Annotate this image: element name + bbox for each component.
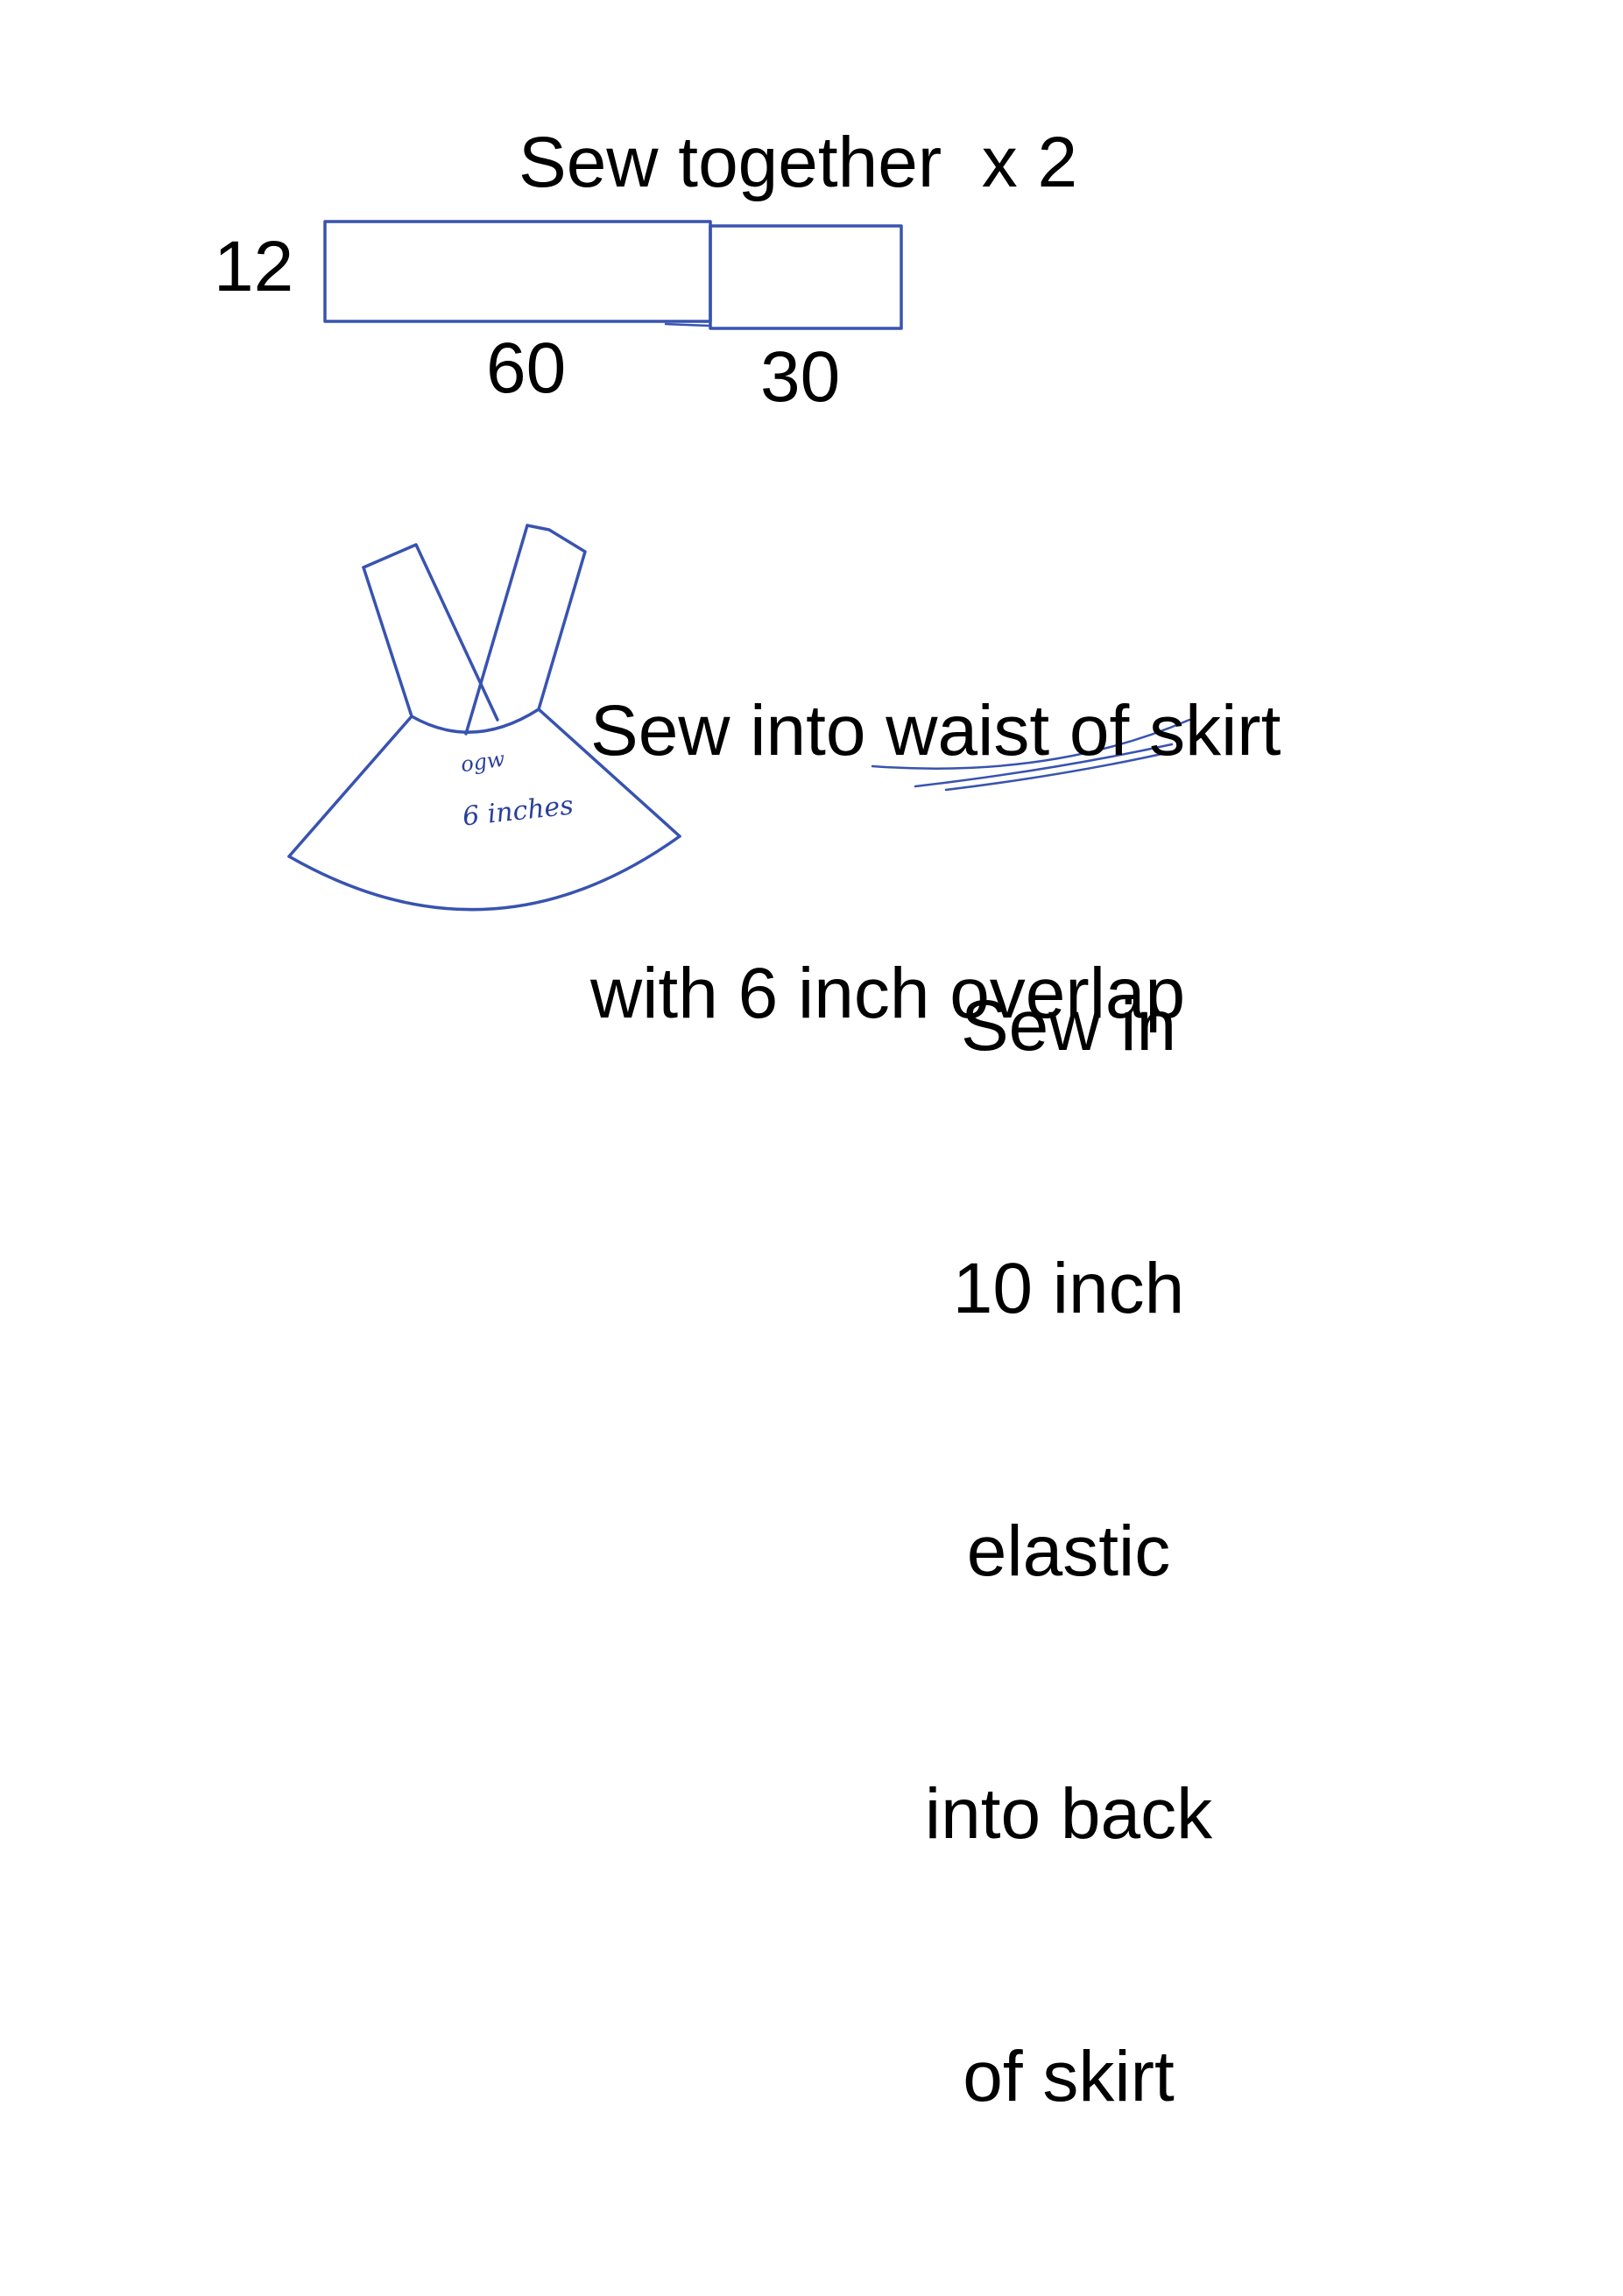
skirt-sketch	[287, 524, 681, 912]
elastic-instruction-line-5: of skirt	[963, 2037, 1175, 2116]
elastic-instruction-line-4: into back	[924, 1774, 1213, 1854]
skirt-hem	[287, 835, 681, 912]
waist-instruction: Sew into waist of skirt with 6 inch over…	[590, 512, 1281, 1213]
right-strap-outer	[526, 524, 587, 711]
elastic-instruction: Sew in 10 inch elastic into back of skir…	[876, 807, 1261, 2296]
right-strap-inner	[464, 524, 529, 736]
heading-sew-together: Sew together x 2	[519, 123, 1078, 202]
strap-strip-diagram	[323, 220, 903, 330]
left-strap	[362, 543, 499, 722]
sketch-canvas	[287, 220, 1191, 912]
dimension-short-label: 30	[760, 337, 841, 417]
elastic-sketch	[871, 718, 1191, 792]
dimension-height-label: 12	[214, 227, 294, 306]
elastic-line-lower	[944, 750, 1175, 792]
elastic-line-bottom	[914, 743, 1174, 788]
waist-instruction-line-2: with 6 inch overlap	[590, 954, 1186, 1033]
waist-instruction-line-1: Sew into waist of skirt	[590, 691, 1281, 771]
skirt-right-edge	[537, 708, 681, 838]
strip-piece-30	[709, 224, 903, 330]
pattern-sheet: Sew together x 2 12 60 30 Sew into waist…	[214, 123, 1281, 2116]
elastic-instruction-line-3: elastic	[966, 1511, 1171, 1591]
elastic-line-top	[871, 718, 1191, 770]
elastic-instruction-line-2: 10 inch	[952, 1249, 1185, 1328]
strip-seam-mark	[664, 322, 711, 327]
elastic-instruction-line-1: Sew in	[960, 986, 1177, 1066]
left-strap-inner	[362, 566, 413, 718]
dimension-long-label: 60	[486, 328, 567, 408]
handwritten-note-top: ogw	[459, 746, 507, 778]
skirt-waistline	[410, 708, 540, 734]
skirt-left-edge	[287, 715, 413, 858]
strip-piece-60	[323, 220, 712, 323]
